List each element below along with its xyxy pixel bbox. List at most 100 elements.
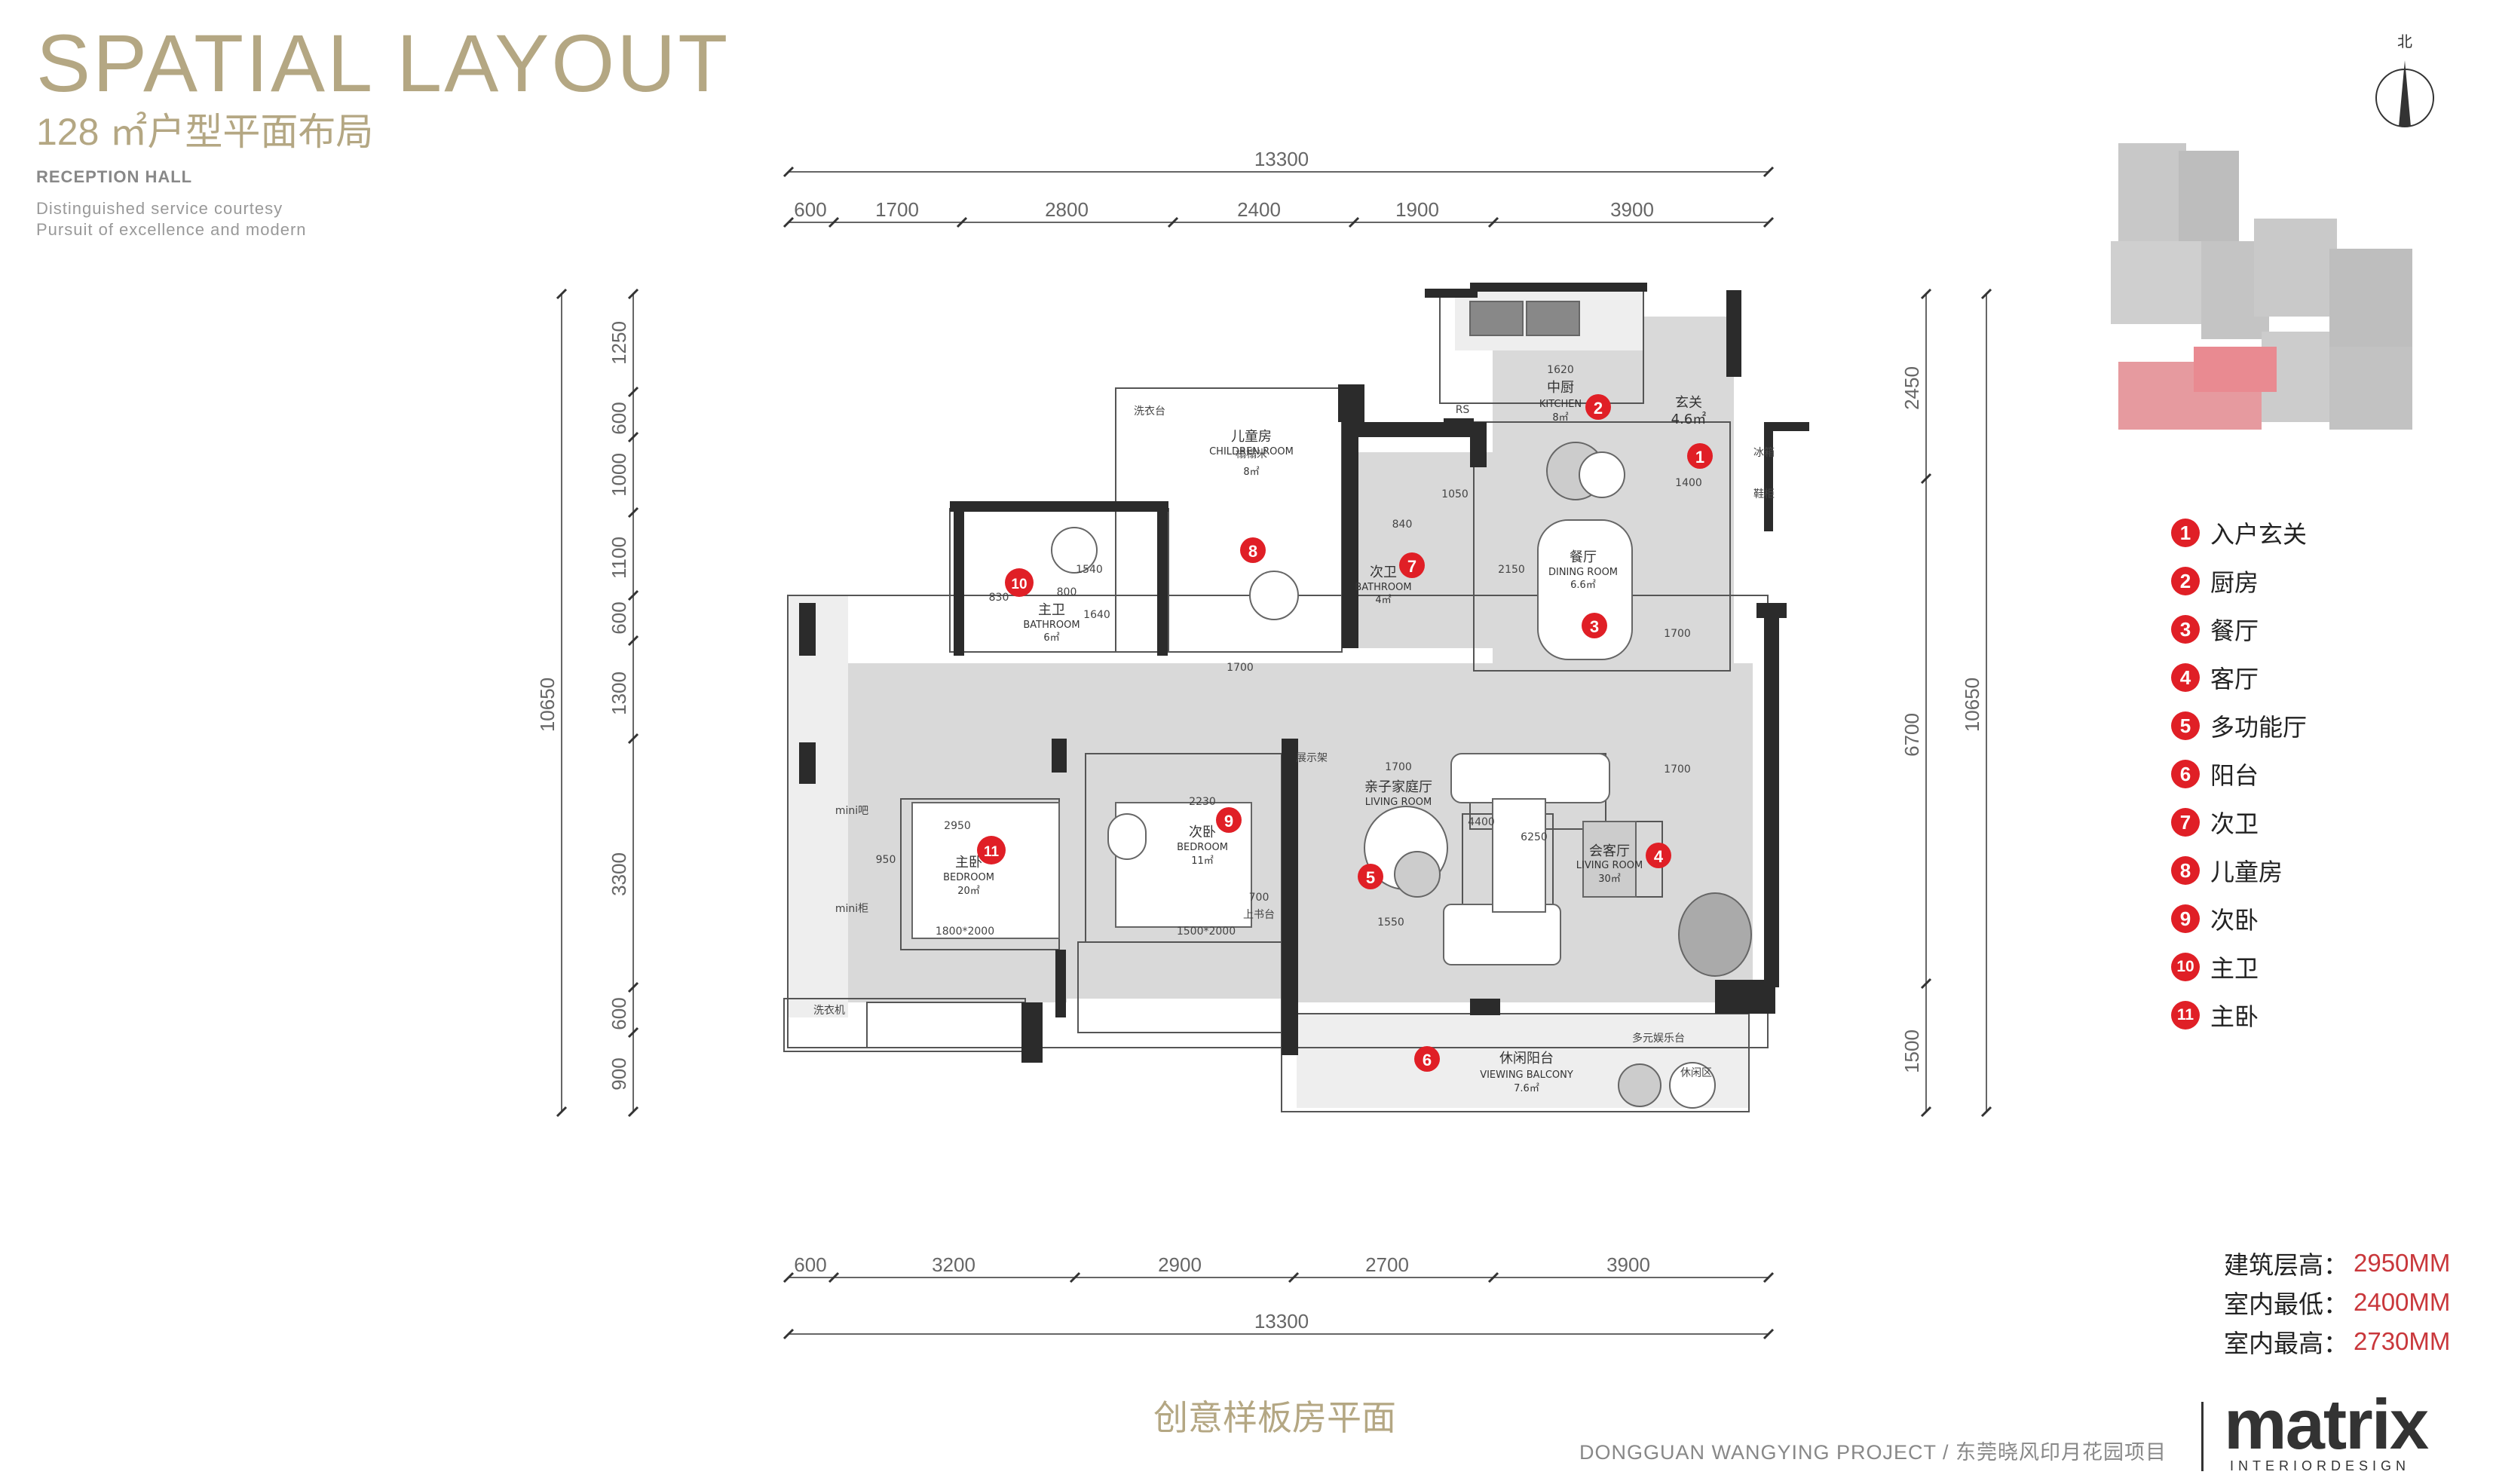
room-label-living: 会客厅 [1589, 843, 1630, 859]
note-display: 展示架 [1296, 752, 1328, 764]
room-label-kitchen: 中厨 [1547, 380, 1574, 396]
svg-text:8: 8 [1248, 542, 1257, 561]
note-mini-cab: mini柜 [835, 903, 868, 915]
svg-text:5: 5 [1366, 868, 1375, 887]
dim-top-total: 13300 [1254, 148, 1309, 170]
note-sofa-d: 4400 [1468, 816, 1495, 828]
note-family-d: 1550 [1377, 916, 1404, 929]
footer-divider [2201, 1402, 2204, 1471]
dimension-ticks [556, 166, 1992, 1340]
dim-top-seg: 1900 [1395, 198, 1439, 221]
room-area-bed2: 11㎡ [1191, 855, 1214, 867]
dim-left-seg: 1300 [608, 672, 630, 715]
brand-logo-subtitle: INTERIORDESIGN [2230, 1458, 2411, 1473]
room-area-living: 30㎡ [1598, 874, 1621, 885]
dim-left-seg: 900 [608, 1057, 630, 1090]
footer-project-name: DONGGUAN WANGYING PROJECT / 东莞晓风印月花园项目 [1579, 1441, 2167, 1464]
dim-left-seg: 600 [608, 601, 630, 634]
note-masterwc-c: 1540 [1076, 564, 1103, 576]
dim-right-total: 10650 [1961, 678, 1983, 732]
note-masterwc-d: 1640 [1083, 609, 1110, 621]
room-label-bed2: 次卧 [1189, 825, 1216, 840]
note-living-sofa: 6250 [1521, 831, 1548, 843]
dim-top-seg: 1700 [875, 198, 919, 221]
note-entry-a: 冰箱 [1753, 447, 1775, 459]
room-area-masterwc: 6㎡ [1043, 632, 1059, 644]
dim-bottom-total: 13300 [1254, 1310, 1309, 1333]
note-family-w: 1700 [1385, 761, 1412, 773]
room-label-masterwc: 主卫 [1038, 602, 1065, 618]
svg-text:6: 6 [1423, 1051, 1432, 1069]
plan-caption: 创意样板房平面 [1153, 1397, 1396, 1438]
note-kitchen-w: 1620 [1547, 364, 1574, 376]
height-row: 建筑层高：2950MM [2224, 1249, 2451, 1280]
room-label-masterwc-en: BATHROOM [1023, 620, 1080, 631]
room-area-kids: 8㎡ [1243, 467, 1259, 478]
note-washer2: 洗衣机 [813, 1005, 845, 1017]
svg-text:4: 4 [1654, 847, 1664, 866]
dimension-lines [561, 171, 1987, 1335]
room-label-family-en: LIVING ROOM [1365, 797, 1432, 808]
dim-bottom-seg: 3200 [932, 1253, 975, 1276]
room-label-dining-en: DINING ROOM [1548, 567, 1618, 578]
dim-left-seg: 1000 [608, 453, 630, 497]
room-label-entry: 玄关 [1675, 395, 1702, 411]
note-entry-b: 鞋柜 [1753, 488, 1775, 500]
tagline-1: Distinguished service courtesy [36, 199, 283, 218]
room-label-family: 亲子家庭厅 [1364, 779, 1432, 795]
room-label-wc2-en: BATHROOM [1355, 582, 1411, 593]
dim-left-seg: 1100 [608, 537, 630, 579]
dim-bottom-seg: 600 [794, 1253, 826, 1276]
note-wc2-b: 840 [1392, 519, 1413, 531]
room-area-kitchen: 8㎡ [1552, 412, 1568, 424]
room-label-master: 主卧 [955, 855, 982, 871]
dim-left-seg: 3300 [608, 852, 630, 896]
page-subtitle: 128 ㎡户型平面布局 [36, 111, 374, 153]
section-label: RECEPTION HALL [36, 167, 193, 186]
note-study: 上书台 [1243, 909, 1275, 921]
dim-left-seg: 1250 [608, 321, 630, 365]
note-bed2-w: 2230 [1189, 796, 1216, 808]
room-label-bed2-en: BEDROOM [1177, 842, 1228, 853]
note-wc2-c: 2150 [1498, 564, 1525, 576]
svg-text:2: 2 [1594, 399, 1603, 418]
note-wc2-a: 1050 [1441, 488, 1469, 500]
room-label-dining: 餐厅 [1570, 549, 1597, 565]
dim-left-seg: 600 [608, 402, 630, 434]
dim-top-seg: 2800 [1045, 198, 1089, 221]
dim-right-seg: 1500 [1900, 1030, 1923, 1073]
dim-left-seg: 600 [608, 997, 630, 1030]
room-label-balcony: 休闲阳台 [1499, 1051, 1554, 1066]
note-rs: RS [1456, 404, 1470, 416]
dim-bottom-seg: 2900 [1158, 1253, 1202, 1276]
compass-icon: 北 [2375, 32, 2434, 127]
svg-text:10: 10 [1011, 577, 1027, 592]
brand-logo: matrix [2224, 1385, 2429, 1464]
furniture [911, 301, 1752, 1109]
note-entry-w: 1400 [1675, 477, 1702, 489]
note-master-bed: 1800*2000 [936, 926, 994, 938]
dim-right-seg: 6700 [1900, 713, 1923, 757]
dim-bottom-seg: 3900 [1606, 1253, 1650, 1276]
dimension-labels: 13300 600 1700 2800 2400 1900 3900 600 3… [536, 148, 1983, 1333]
room-area-balcony: 7.6㎡ [1514, 1083, 1539, 1094]
note-master-d: 950 [876, 854, 896, 866]
dim-bottom-seg: 2700 [1365, 1253, 1409, 1276]
height-row: 室内最低：2400MM [2224, 1288, 2451, 1319]
note-bed2-size: 1500*2000 [1177, 926, 1236, 938]
height-row: 室内最高：2730MM [2224, 1327, 2451, 1358]
room-label-kids-en: CHILDREN ROOM [1209, 446, 1294, 457]
height-specs: 建筑层高：2950MM 室内最低：2400MM 室内最高：2730MM [2224, 1244, 2450, 1361]
